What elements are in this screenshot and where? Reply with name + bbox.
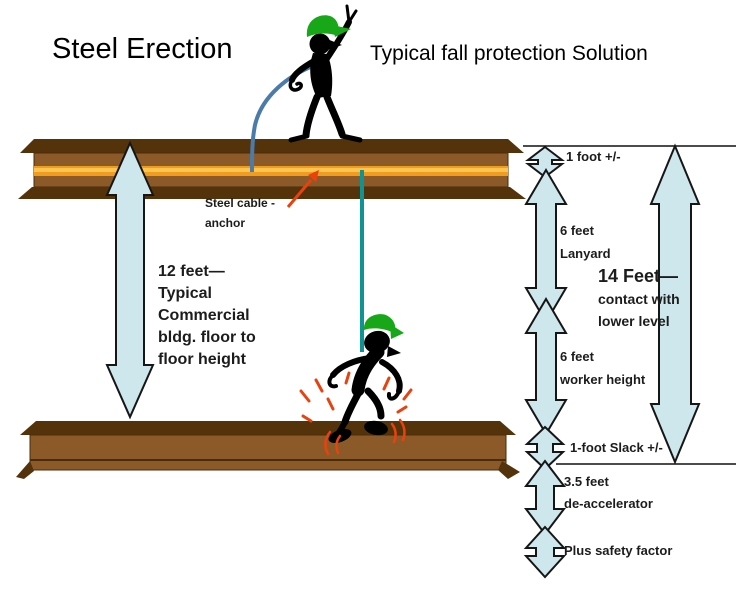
right-height-arrow <box>649 143 701 465</box>
label-line: de-accelerator <box>564 496 653 511</box>
measure-arrows <box>105 140 701 579</box>
left-height-arrow <box>105 140 155 420</box>
label-line: 12 feet— <box>158 263 225 280</box>
arrow-safety-factor <box>523 525 567 579</box>
label-line: 14 Feet— <box>598 266 679 286</box>
hard-hat-brim <box>332 25 351 37</box>
label-line: Commercial <box>158 307 250 324</box>
standing-worker-icon <box>288 4 363 143</box>
label-6-feet-lanyard: 6 feet Lanyard <box>560 219 611 265</box>
label-line: 6 feet <box>560 349 594 364</box>
fallen-worker-icon <box>327 314 404 443</box>
label-plus-safety-factor: Plus safety factor <box>564 543 673 558</box>
label-12-feet-floor-height: 12 feet— Typical Commercial bldg. floor … <box>158 261 256 371</box>
hard-hat-icon <box>306 15 339 37</box>
page-subtitle: Typical fall protection Solution <box>370 42 648 65</box>
label-line: Typical <box>158 285 212 302</box>
label-line: worker height <box>560 372 646 387</box>
label-line: bldg. floor to <box>158 329 256 346</box>
upper-beam <box>18 139 526 199</box>
arrow-decelerator <box>523 459 567 536</box>
label-line: contact with <box>598 291 680 307</box>
impact-marks <box>299 371 413 456</box>
hard-hat-icon <box>363 314 396 333</box>
hard-hat-brim <box>390 324 404 339</box>
label-steel-cable-anchor: Steel cable - anchor <box>205 193 275 233</box>
label-6-feet-worker-height: 6 feet worker height <box>560 345 645 391</box>
page-title: Steel Erection <box>52 33 233 65</box>
label-line: 6 feet <box>560 223 594 238</box>
label-line: floor height <box>158 351 246 368</box>
label-14-feet-contact: 14 Feet— contact with lower level <box>598 264 680 332</box>
label-line: Lanyard <box>560 246 611 261</box>
anchor-pointer-arrow <box>286 170 319 208</box>
label-line: lower level <box>598 313 670 329</box>
label-line: Steel cable - <box>205 196 276 210</box>
label-3-5-feet-decelerator: 3.5 feet de-accelerator <box>564 471 653 515</box>
label-1-foot: 1 foot +/- <box>566 149 621 164</box>
label-line: anchor <box>205 216 246 230</box>
lower-beam <box>16 421 520 479</box>
label-1-foot-slack: 1-foot Slack +/- <box>570 440 663 455</box>
label-line: 3.5 feet <box>564 474 609 489</box>
